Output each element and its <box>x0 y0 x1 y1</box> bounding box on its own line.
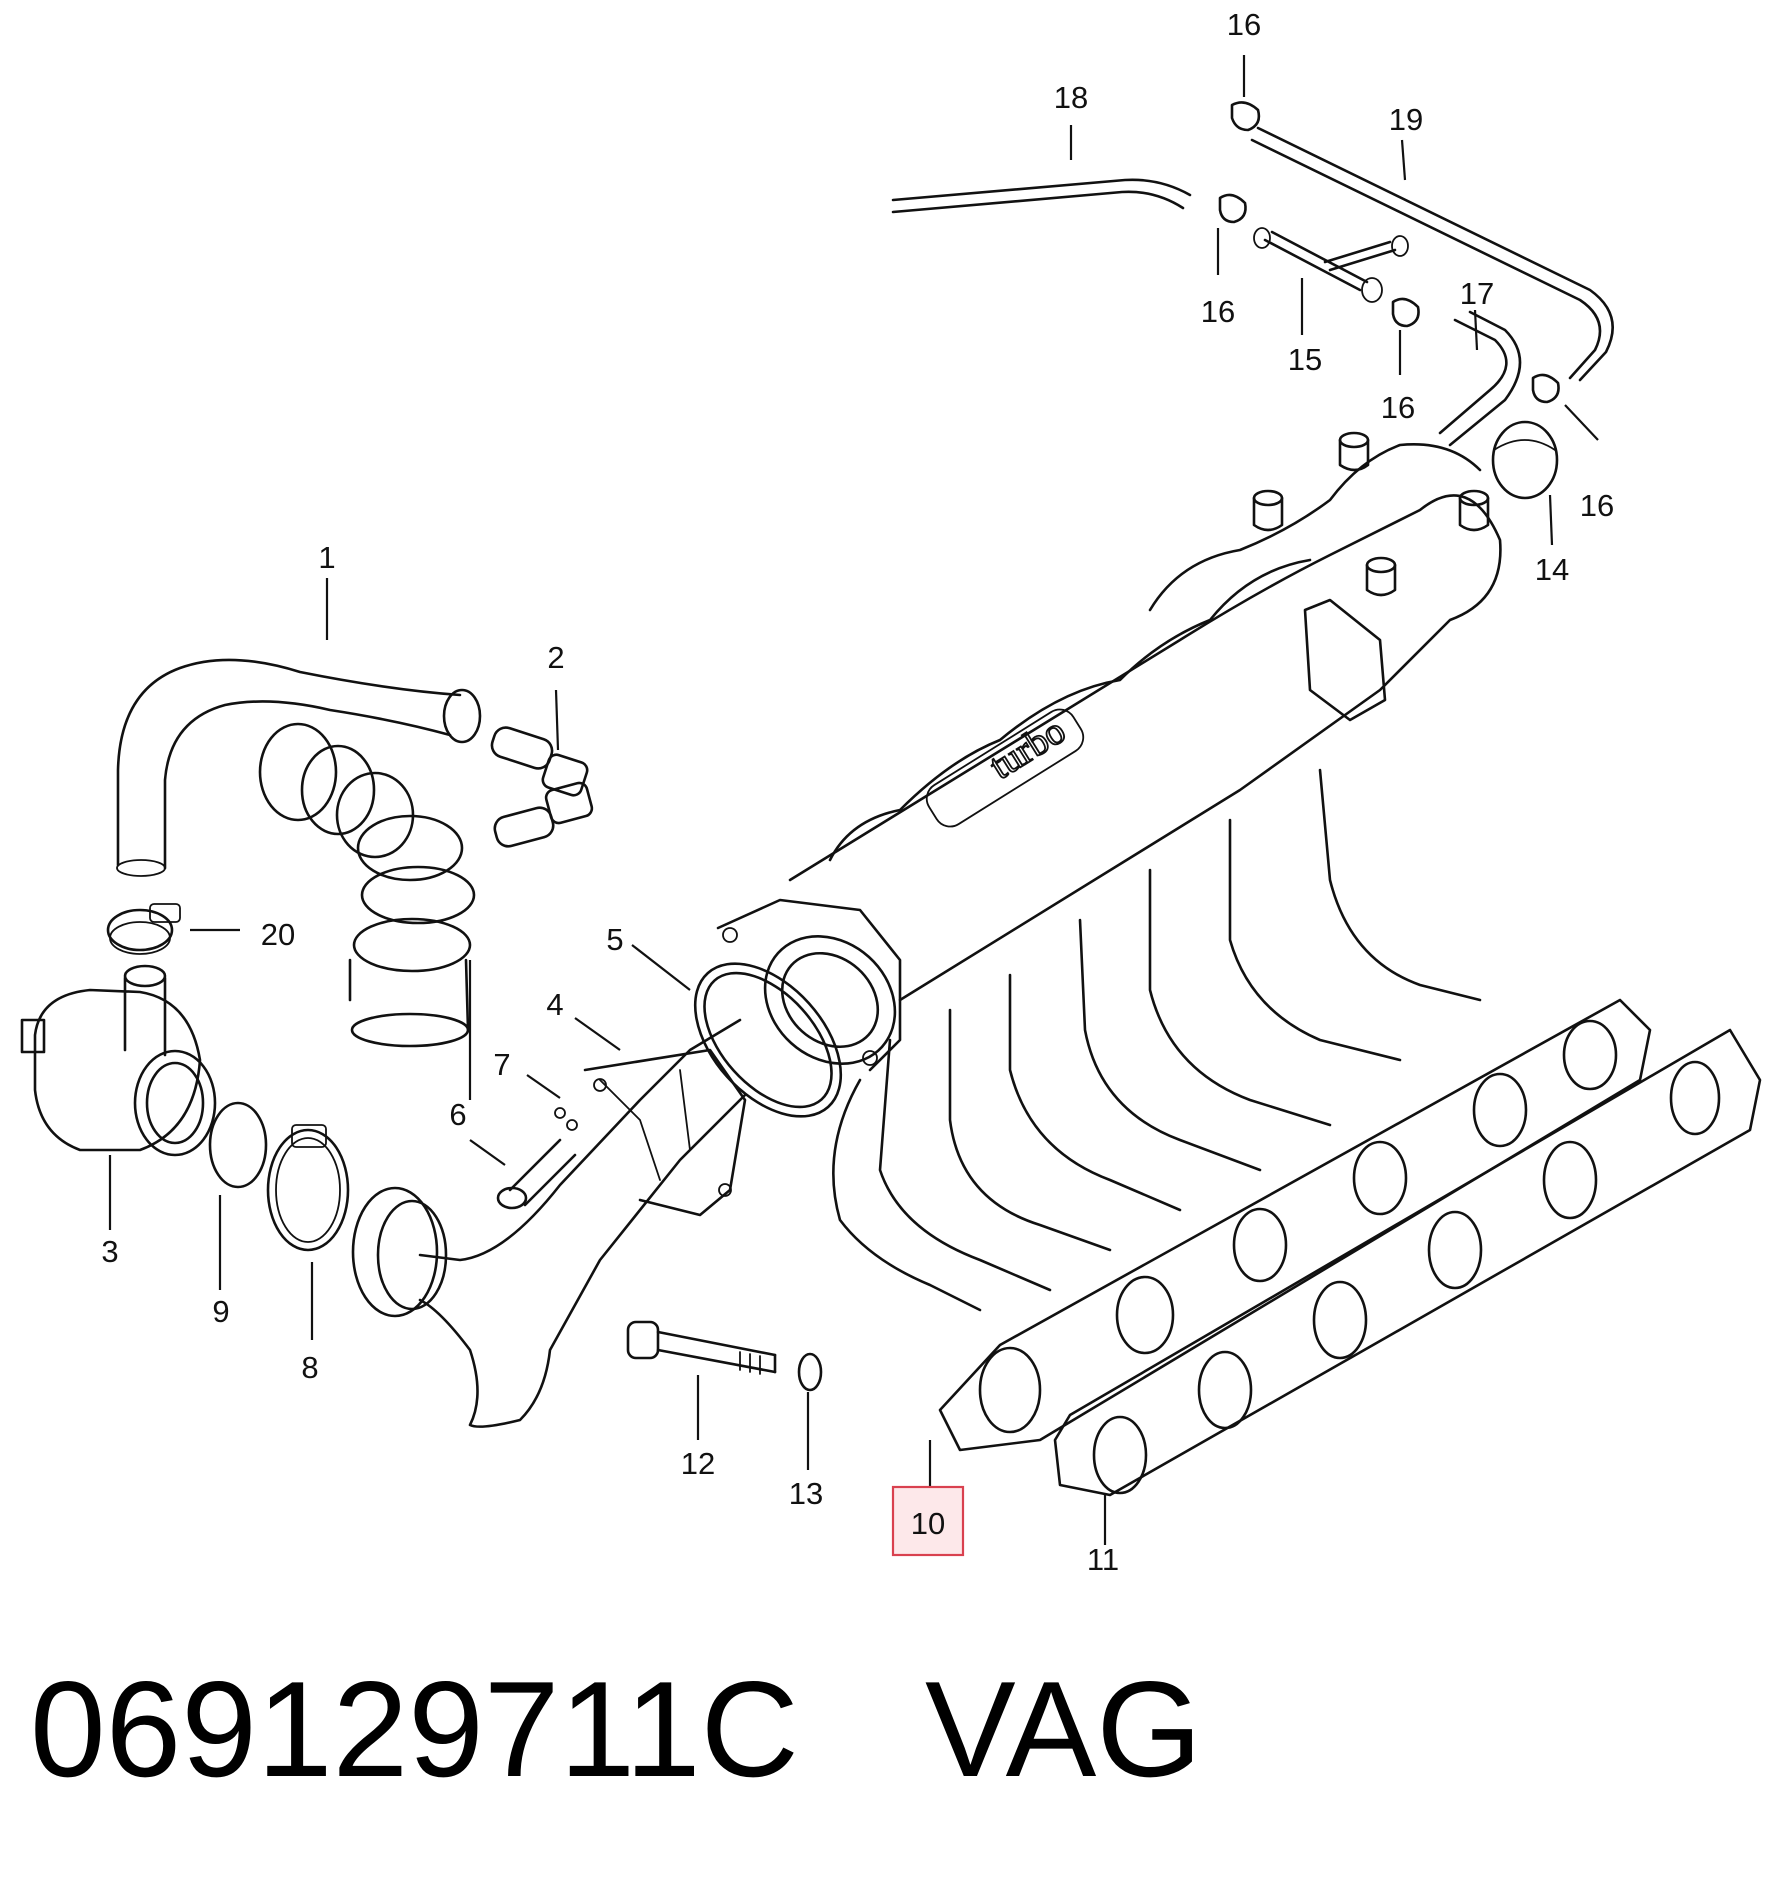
callout-19: 19 <box>1389 102 1423 137</box>
part-9-oring <box>208 1101 268 1189</box>
callout-4: 4 <box>546 987 563 1022</box>
callout-20: 20 <box>261 917 295 952</box>
part-17-pipe <box>1438 310 1522 447</box>
callout-6: 6 <box>449 1097 466 1132</box>
part-7-bolt <box>496 1107 578 1210</box>
callout-5: 5 <box>606 922 623 957</box>
part-13-washer <box>797 1352 823 1392</box>
callout-16-left: 16 <box>1201 294 1235 329</box>
part-3-valve <box>20 964 217 1157</box>
callout-14: 14 <box>1535 552 1569 587</box>
turbo-lettering: turbo <box>983 710 1073 788</box>
callout-3: 3 <box>101 1234 118 1269</box>
callout-1: 1 <box>318 540 335 575</box>
part-11-gasket <box>1053 1028 1762 1497</box>
callout-16-middle: 16 <box>1381 390 1415 425</box>
callout-labels: 1 2 3 4 5 6 7 8 9 10 11 12 13 14 15 16 1… <box>101 7 1614 1577</box>
part-4-elbow <box>351 1018 747 1428</box>
part-6-boot <box>258 722 476 1048</box>
callout-10: 10 <box>911 1506 945 1541</box>
part-12-bolt <box>626 1320 777 1375</box>
part-8-clamp <box>266 1124 350 1252</box>
part-5-gasket <box>693 962 843 1118</box>
part-20-clamp <box>106 903 181 955</box>
callout-18: 18 <box>1054 80 1088 115</box>
part-1-hose <box>116 658 482 877</box>
part-2-connector <box>490 726 594 848</box>
part-14-cap <box>1491 420 1559 500</box>
callout-13: 13 <box>789 1476 823 1511</box>
callout-8: 8 <box>301 1350 318 1385</box>
callout-17: 17 <box>1460 276 1494 311</box>
part-15-tee <box>1253 227 1409 303</box>
callout-2: 2 <box>547 640 564 675</box>
callout-12: 12 <box>681 1446 715 1481</box>
brand-name: VAG <box>925 1653 1202 1805</box>
part-16-clamps <box>1218 101 1560 404</box>
callout-16-right: 16 <box>1580 488 1614 523</box>
highlight-box <box>891 1485 965 1557</box>
callout-9: 9 <box>212 1294 229 1329</box>
leader-lines <box>108 55 1599 1545</box>
callout-11: 11 <box>1087 1542 1119 1577</box>
part-19-hose <box>1250 126 1614 382</box>
callout-16-top: 16 <box>1227 7 1261 42</box>
callout-7: 7 <box>493 1047 510 1082</box>
part-number: 069129711C <box>30 1653 799 1805</box>
part-10-intake-manifold: turbo <box>716 431 1652 1452</box>
callout-15: 15 <box>1288 342 1322 377</box>
part-18-pipe <box>891 178 1192 214</box>
